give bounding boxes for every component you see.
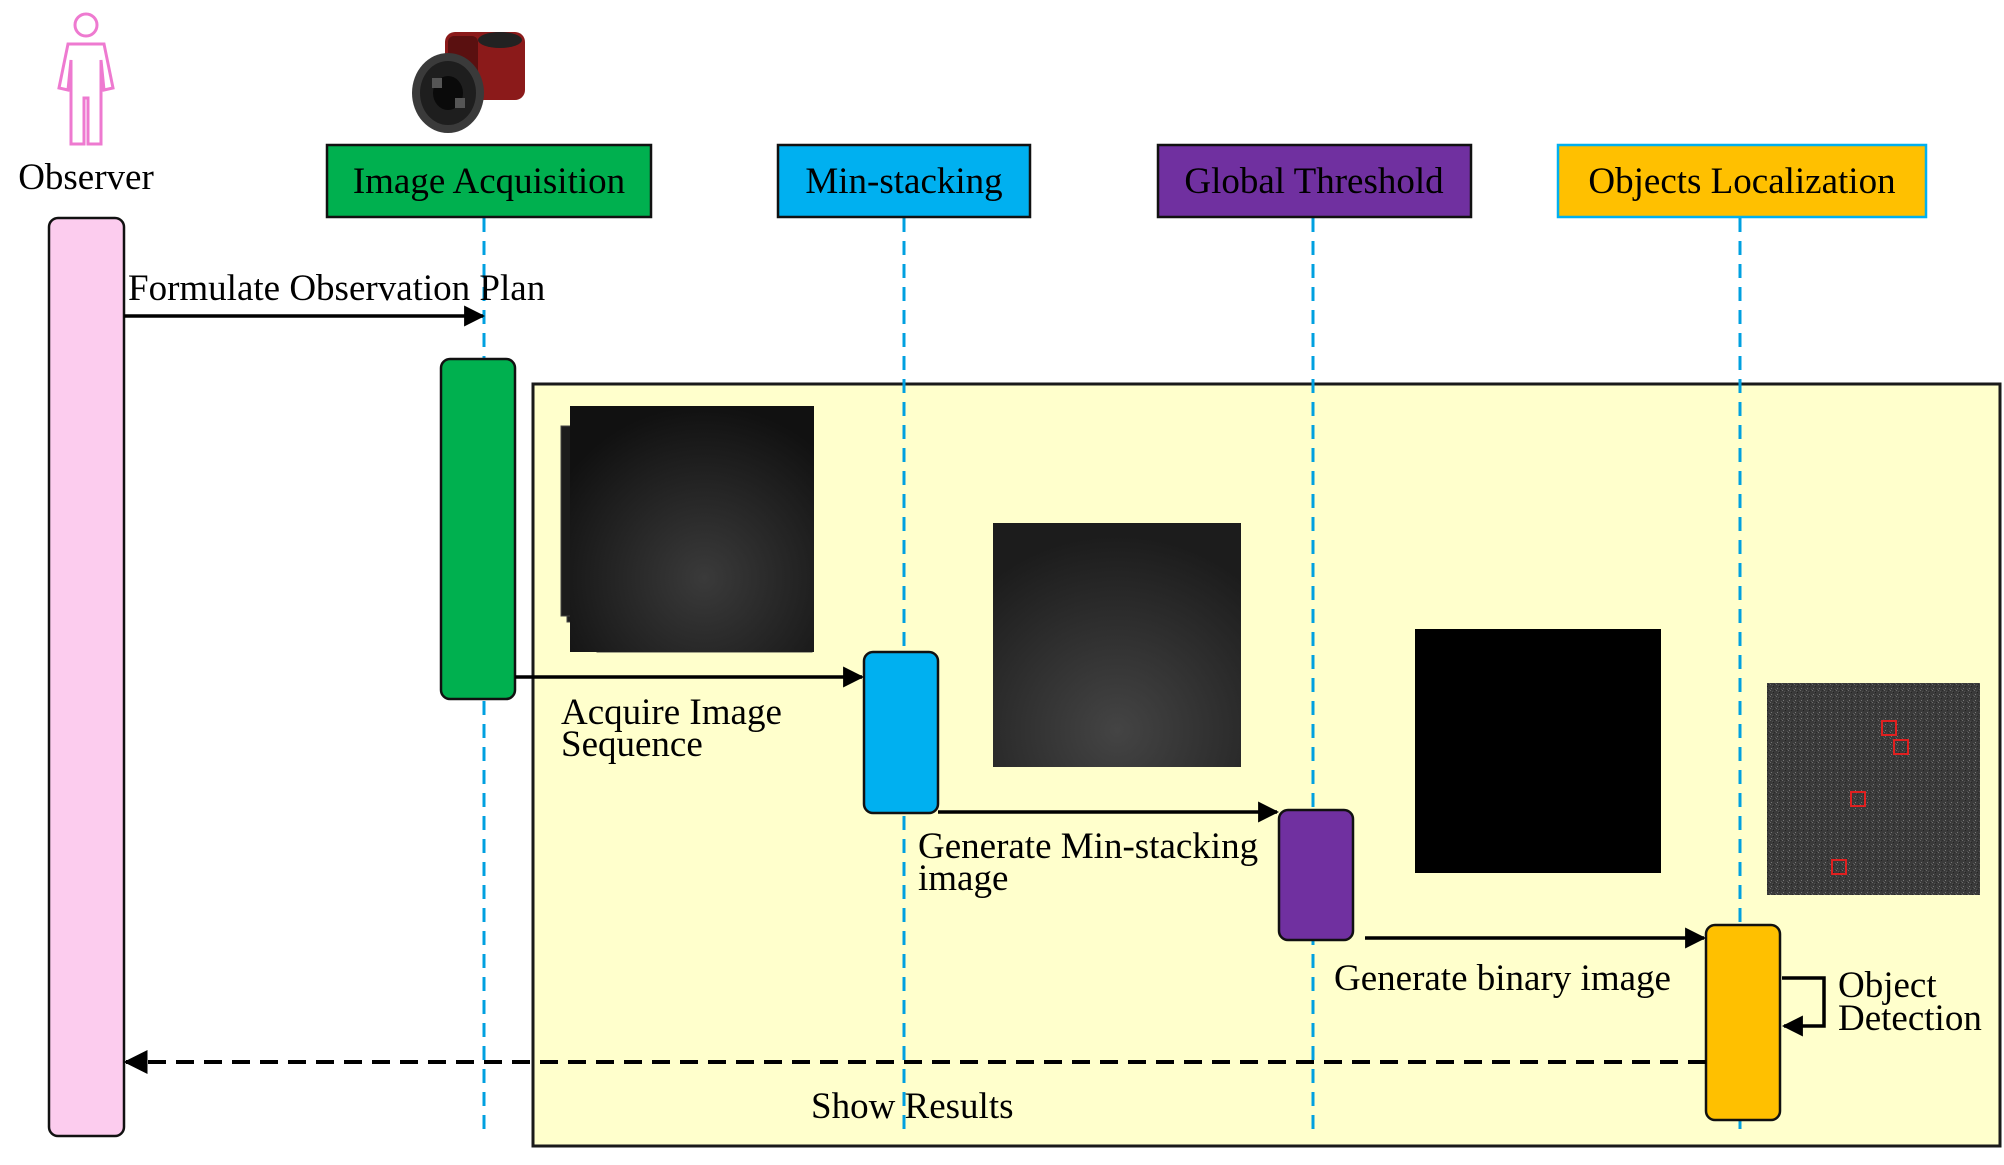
observer-activation-bar: [47, 216, 126, 1138]
participant-global-threshold: Global Threshold: [1156, 143, 1473, 219]
activation-min-stacking: [862, 650, 940, 815]
min-stacking-image: [993, 523, 1241, 767]
participant-label: Global Threshold: [1184, 161, 1444, 202]
message-formulate-plan: Formulate Observation Plan: [128, 268, 545, 309]
message-acquire-line2: Sequence: [561, 724, 703, 765]
image-sequence-stack: [560, 406, 814, 653]
participant-label: Min-stacking: [805, 161, 1002, 202]
message-minstack-line1: Generate Min-stacking: [918, 826, 1258, 867]
detection-result-image: [1767, 683, 1980, 895]
message-acquire-line1: Acquire Image: [561, 692, 782, 733]
message-detect-line1: Object: [1838, 965, 1937, 1006]
participant-image-acquisition: Image Acquisition: [325, 143, 653, 219]
participant-label: Objects Localization: [1588, 161, 1895, 202]
astronomy-camera-icon: [412, 32, 525, 133]
detection-marker: [1893, 739, 1909, 755]
message-show-results: Show Results: [811, 1086, 1014, 1127]
message-detect-line2: Detection: [1838, 998, 1982, 1039]
participant-min-stacking: Min-stacking: [776, 143, 1032, 219]
activation-global-threshold: [1277, 808, 1355, 942]
participant-objects-localization: Objects Localization: [1556, 143, 1928, 219]
detection-marker: [1881, 720, 1897, 736]
binary-image: [1415, 629, 1661, 873]
detection-marker: [1831, 859, 1847, 875]
activation-image-acquisition: [439, 357, 517, 701]
detection-marker: [1850, 791, 1866, 807]
activation-objects-localization: [1704, 923, 1782, 1122]
message-binary: Generate binary image: [1334, 958, 1671, 999]
message-minstack-line2: image: [918, 858, 1008, 899]
person-outline-icon: [57, 12, 115, 146]
arrow-object-detection-self: [1781, 976, 1826, 1037]
observer-label: Observer: [18, 157, 154, 198]
participant-label: Image Acquisition: [353, 161, 625, 202]
